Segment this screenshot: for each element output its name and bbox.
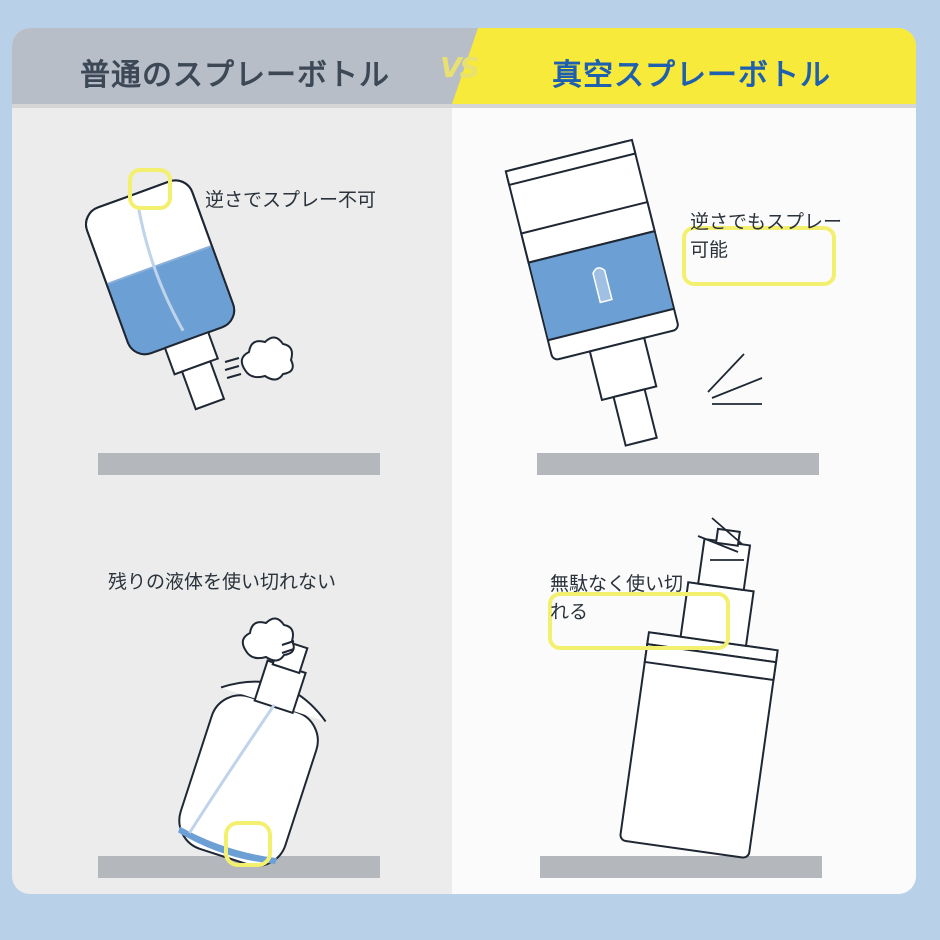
caption-bottom-right-line2: れる bbox=[550, 601, 589, 623]
highlight-caption-br bbox=[548, 592, 730, 650]
air-puff-icon-2 bbox=[241, 617, 295, 662]
spray-lines-icon-2 bbox=[697, 517, 744, 561]
caption-bottom-right: 無駄なく使い切 れる bbox=[550, 570, 683, 626]
vs-badge: VS bbox=[440, 51, 480, 84]
caption-top-left: 逆さでスプレー不可 bbox=[205, 189, 377, 211]
highlight-caption-tr bbox=[682, 226, 836, 286]
caption-bottom-right-line1: 無駄なく使い切 bbox=[550, 573, 684, 595]
regular-bottle-inverted bbox=[85, 168, 294, 411]
caption-top-right-line1: 逆さでもスプレー bbox=[690, 211, 843, 233]
caption-bottom-left: 残りの液体を使い切れない bbox=[108, 571, 337, 593]
floor-bar-top-right bbox=[537, 453, 819, 475]
title-regular-bottle: 普通のスプレーボトル bbox=[80, 58, 390, 93]
floor-bar-bottom-right bbox=[540, 856, 822, 878]
caption-top-right: 逆さでもスプレー 可能 bbox=[690, 208, 842, 264]
title-vacuum-bottle: 真空スプレーボトル bbox=[552, 58, 831, 93]
caption-top-right-line2: 可能 bbox=[690, 239, 729, 261]
highlight-leftover bbox=[224, 821, 272, 867]
spray-lines-icon bbox=[707, 353, 763, 405]
regular-bottle-leftover bbox=[178, 617, 327, 867]
floor-bar-top-left bbox=[98, 453, 380, 475]
vacuum-bottle-upright bbox=[548, 517, 779, 859]
highlight-tube-end bbox=[128, 168, 172, 210]
vacuum-bottle-inverted bbox=[504, 138, 836, 447]
air-puff-icon bbox=[224, 336, 294, 381]
header-right-bg bbox=[452, 28, 916, 104]
